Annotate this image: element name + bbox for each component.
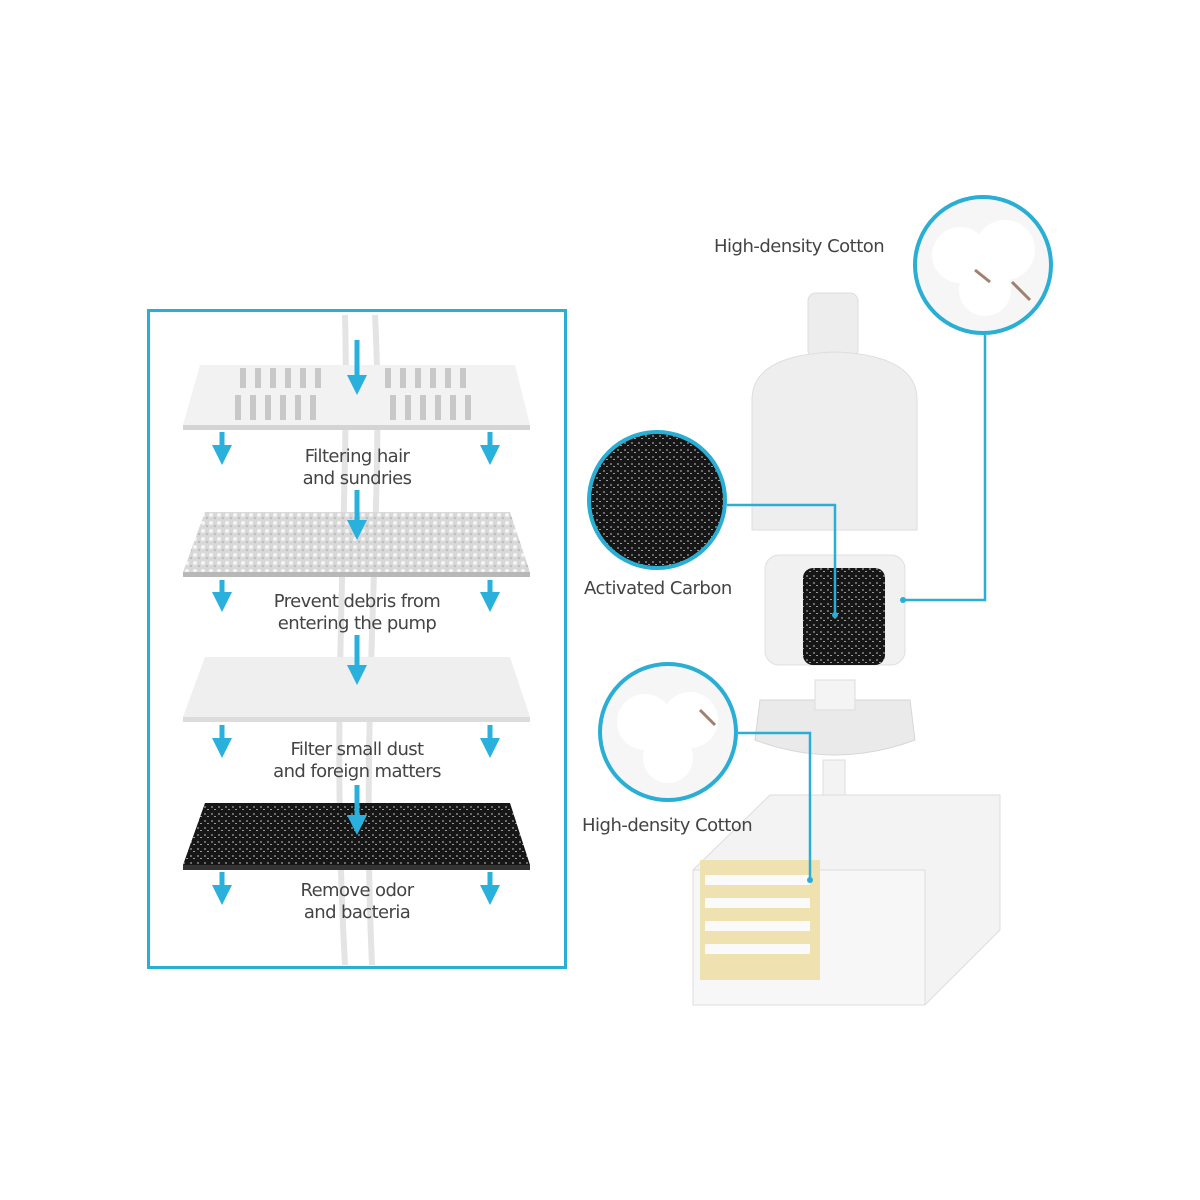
carbon-circle: [587, 430, 727, 570]
cotton-layer: [183, 657, 530, 722]
foam-layer: [183, 512, 530, 577]
carbon-label: Activated Carbon: [584, 578, 732, 599]
top-cotton-label: High-density Cotton: [714, 236, 885, 257]
bottom-cotton-label: High-density Cotton: [582, 815, 753, 836]
callout-lines: [727, 335, 987, 880]
caption-line: Remove odor: [300, 880, 414, 901]
caption-line: and foreign matters: [273, 761, 441, 782]
grid-plate-layer: [183, 365, 530, 430]
cotton-circle-bottom: [598, 662, 738, 802]
caption-line: entering the pump: [277, 613, 437, 634]
caption-line: and sundries: [302, 468, 412, 489]
cotton-circle-top: [913, 195, 1053, 335]
caption-line: Prevent debris from: [273, 591, 441, 612]
flow-arrows: [212, 340, 500, 905]
caption-line: Filtering hair: [304, 446, 410, 467]
caption-line: and bacteria: [303, 902, 411, 923]
filter-product: [692, 292, 1001, 1006]
caption-line: Filter small dust: [290, 739, 424, 760]
filter-layers-frame: [147, 309, 567, 969]
